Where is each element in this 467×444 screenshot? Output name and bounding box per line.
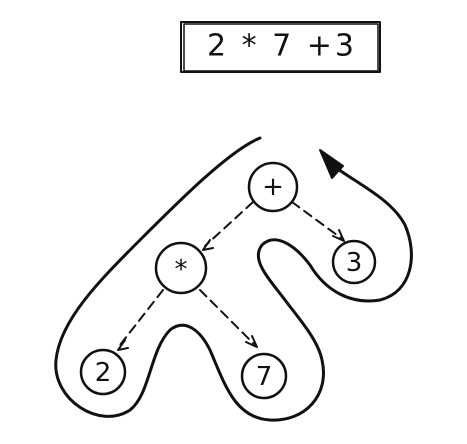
expression-box-inner bbox=[183, 23, 379, 72]
node-two: 2 bbox=[79, 348, 127, 396]
node-times-circle bbox=[154, 241, 208, 295]
edge-plus-times-arrowhead bbox=[202, 239, 214, 251]
node-plus: + bbox=[247, 161, 299, 213]
node-plus-label: + bbox=[262, 172, 284, 202]
traversal-contour bbox=[54, 136, 413, 422]
node-times: * bbox=[154, 241, 208, 295]
expression-box: 2 * 7 +3 bbox=[180, 21, 381, 73]
node-seven-label: 7 bbox=[256, 362, 273, 392]
node-three-circle bbox=[331, 239, 377, 285]
node-plus-circle bbox=[247, 161, 299, 213]
edge-plus-three-arrowhead bbox=[332, 229, 345, 242]
tree-nodes: + * 3 2 7 bbox=[79, 161, 377, 400]
node-two-label: 2 bbox=[95, 358, 112, 388]
node-two-circle bbox=[79, 348, 127, 396]
node-three: 3 bbox=[331, 239, 377, 285]
expression-box-outer bbox=[180, 21, 381, 73]
edge-times-seven bbox=[199, 289, 255, 345]
node-seven-circle bbox=[240, 352, 288, 400]
tree-edges bbox=[117, 201, 345, 351]
edge-plus-times bbox=[204, 201, 254, 247]
node-times-label: * bbox=[175, 255, 188, 285]
node-seven: 7 bbox=[240, 352, 288, 400]
expression-text: 2 * 7 +3 bbox=[207, 29, 357, 64]
edge-times-seven-arrowhead bbox=[245, 335, 258, 348]
node-three-label: 3 bbox=[346, 248, 363, 278]
edge-plus-three bbox=[291, 201, 342, 239]
edge-times-two bbox=[119, 289, 164, 346]
edge-times-two-arrowhead bbox=[117, 339, 129, 351]
traversal-arrowhead bbox=[319, 149, 344, 179]
